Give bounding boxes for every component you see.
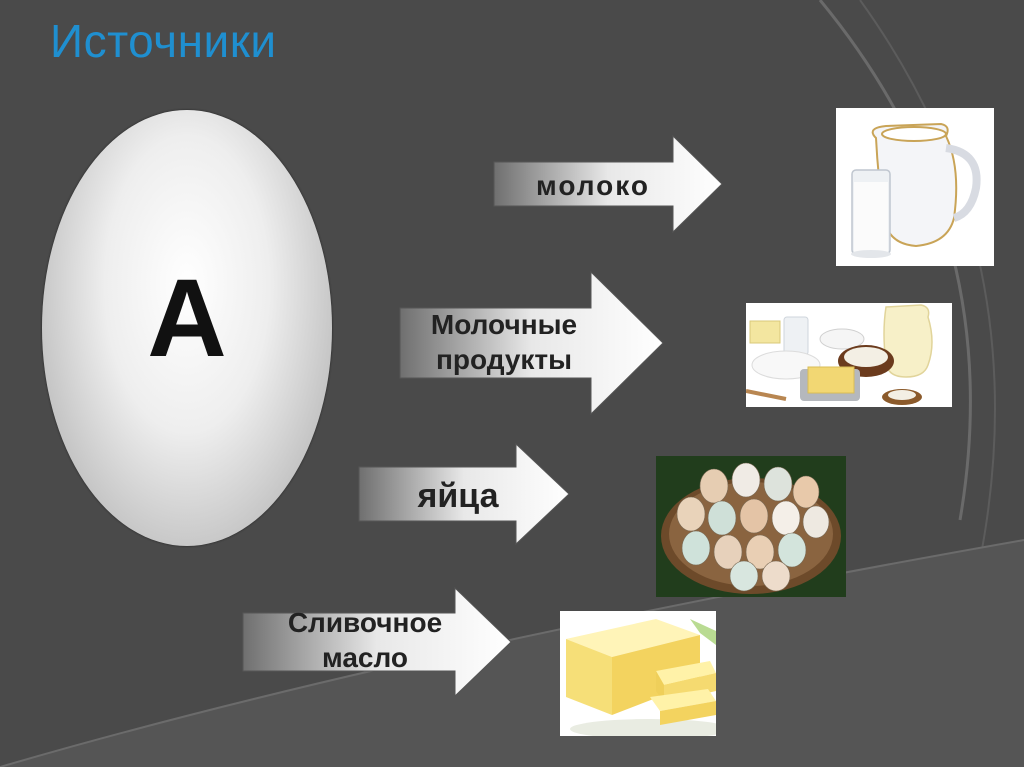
arrow-dairy: Молочные продукты — [399, 271, 664, 415]
eggs-image — [656, 456, 846, 597]
milk-image — [836, 108, 994, 266]
arrow-label-eggs: яйца — [417, 477, 499, 515]
arrow-shape — [358, 443, 570, 545]
vitamin-letter: А — [147, 257, 227, 380]
arrow-label-butter: Сливочное масло — [287, 607, 443, 673]
arrow-milk: молоко — [493, 135, 723, 233]
butter-image — [560, 611, 716, 736]
arrow-shape — [493, 135, 723, 233]
arrow-shape — [399, 271, 664, 415]
arrow-label-dairy: Молочные продукты — [430, 309, 578, 375]
slide-title: Источники — [50, 15, 277, 67]
arrow-butter: Сливочное масло — [242, 587, 512, 697]
vitamin-oval: А — [42, 110, 332, 546]
arrow-shape — [242, 587, 512, 697]
arrow-eggs: яйца — [358, 443, 570, 545]
dairy-image — [746, 303, 952, 407]
arrow-label-milk: молоко — [535, 170, 651, 201]
